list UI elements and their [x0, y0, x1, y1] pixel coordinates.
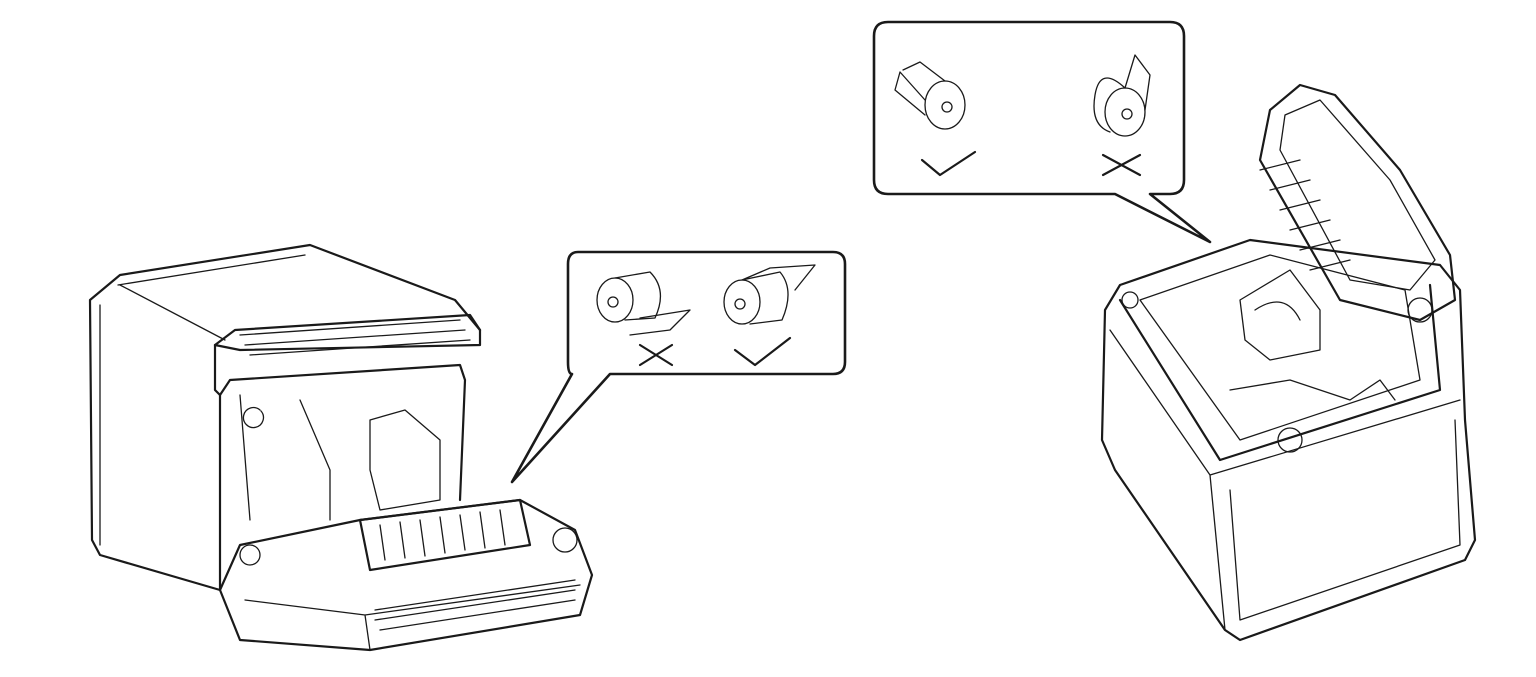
right-callout-bubble: [872, 20, 1212, 244]
left-printer-illustration: [88, 243, 594, 652]
cross-icon: [638, 343, 674, 367]
cross-icon: [1101, 153, 1142, 177]
check-icon: [733, 336, 792, 367]
paper-roll-feed-over-icon: [894, 61, 966, 130]
paper-roll-feed-under-icon: [596, 271, 691, 336]
left-callout-bubble: [510, 250, 847, 484]
paper-roll-feed-under-icon: [1093, 54, 1151, 137]
paper-roll-feed-over-icon: [723, 264, 816, 325]
right-printer-illustration: [1100, 83, 1477, 642]
check-icon: [920, 150, 977, 177]
